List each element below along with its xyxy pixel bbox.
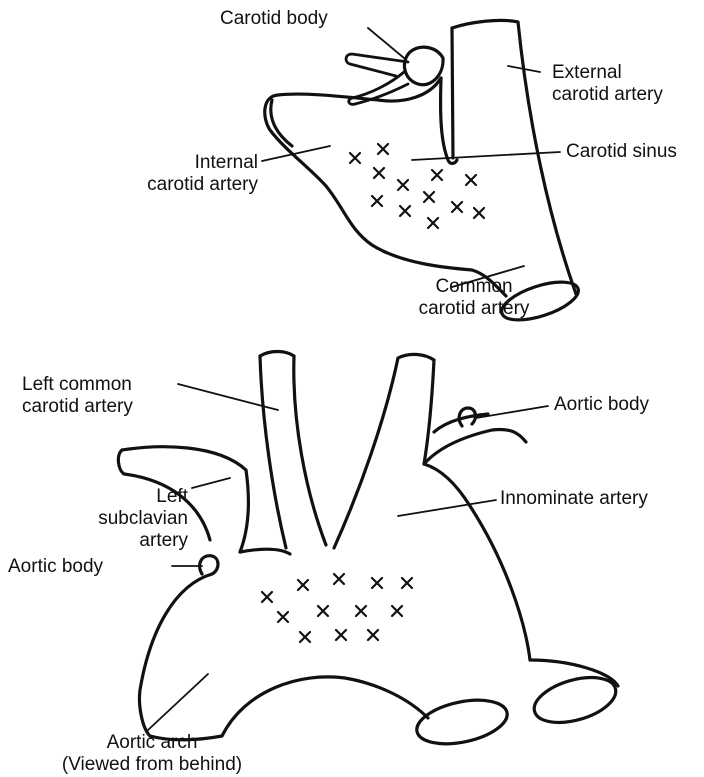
internal-carotid-open-end [271, 100, 292, 146]
innominate-label: Innominate artery [500, 488, 648, 510]
innominate-artery [334, 354, 434, 548]
left-subclavian-label: Left subclavian artery [40, 486, 188, 552]
aortic-arch-baroreceptors [262, 574, 412, 642]
left-subclavian-label-line-3: artery [40, 530, 188, 552]
carotid-body [404, 47, 443, 85]
left-subclavian-label-line-2: subclavian [40, 508, 188, 530]
internal-carotid-label-line-2: carotid artery [110, 174, 258, 196]
left-common-carotid-label-line-2: carotid artery [22, 396, 133, 418]
internal-carotid-label: Internal carotid artery [110, 152, 258, 196]
external-carotid-label-line-2: carotid artery [552, 84, 663, 106]
common-carotid-label-line-1: Common [400, 276, 548, 298]
aortic-arch-drawing [118, 352, 621, 752]
aortic-body-right-label: Aortic body [554, 394, 649, 416]
left-subclavian-label-line-1: Left [40, 486, 188, 508]
common-carotid-label: Common carotid artery [400, 276, 548, 320]
left-common-carotid-label: Left common carotid artery [22, 374, 133, 418]
left-common-carotid-label-line-1: Left common [22, 374, 133, 396]
aortic-body-left-label: Aortic body [8, 556, 103, 578]
aortic-arch-label-line-1: Aortic arch [2, 732, 302, 754]
external-carotid-label-line-1: External [552, 62, 663, 84]
carotid-body-nerves [346, 54, 408, 104]
common-carotid-label-line-2: carotid artery [400, 298, 548, 320]
internal-carotid-label-line-1: Internal [110, 152, 258, 174]
carotid-leader-lines [262, 28, 560, 287]
aortic-arch-open-end [413, 693, 511, 751]
carotid-sinus-label: Carotid sinus [566, 141, 677, 163]
aortic-body-left [200, 556, 218, 574]
external-carotid-label: External carotid artery [552, 62, 663, 106]
aortic-arch-descending-end [529, 669, 621, 731]
carotid-body-label: Carotid body [220, 8, 328, 30]
aortic-arch-label: Aortic arch (Viewed from behind) [2, 732, 302, 776]
internal-carotid-artery [265, 78, 506, 296]
left-common-carotid-artery [260, 352, 326, 549]
aortic-arch-label-line-2: (Viewed from behind) [2, 754, 302, 776]
aortic-arch [139, 506, 618, 740]
